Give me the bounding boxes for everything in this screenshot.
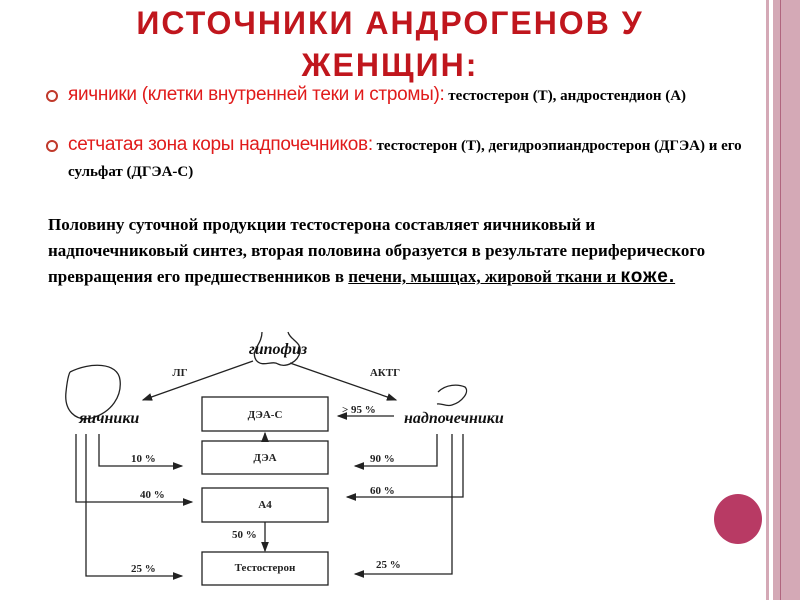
adrenal-shape: [436, 384, 468, 407]
acth-label: АКТГ: [370, 367, 400, 379]
box-dheas-label: ДЭА-С: [248, 409, 283, 421]
box-dheas: [201, 396, 329, 432]
decorative-band: [773, 0, 800, 600]
pct-label: 90 %: [370, 453, 395, 465]
pct-label: > 95 %: [342, 404, 376, 416]
pct-label: 25 %: [131, 563, 156, 575]
bullet-ovaries: яичники (клетки внутренней теки и стромы…: [46, 82, 746, 109]
slide-title: ИСТОЧНИКИ АНДРОГЕНОВ У ЖЕНЩИН:: [136, 5, 644, 83]
box-dhea-label: ДЭА: [253, 452, 276, 464]
androgen-diagram: гипофиз ЛГ АКТГ яичники надпочечники ДЭА…: [65, 331, 504, 586]
pct-label: 50 %: [232, 529, 257, 541]
adrenals-label: надпочечники: [404, 410, 504, 427]
decorative-circle: [714, 494, 762, 544]
ovary-shape: [65, 364, 121, 420]
bullet-icon: [46, 140, 58, 152]
bullet-adrenals: сетчатая зона коры надпочечников: тестос…: [46, 132, 746, 185]
pituitary-shape: [253, 331, 301, 366]
decorative-stripe: [766, 0, 769, 600]
pct-label: 40 %: [140, 489, 165, 501]
pct-label: 60 %: [370, 485, 395, 497]
box-testosterone-label: Тестостерон: [235, 562, 296, 574]
box-a4-label: А4: [258, 499, 272, 511]
body-paragraph: Половину суточной продукции тестостерона…: [48, 215, 706, 287]
bullet-icon: [46, 90, 58, 102]
ovaries-label: яичники: [78, 410, 139, 427]
decorative-line: [780, 0, 781, 600]
pct-label: 10 %: [131, 453, 156, 465]
lh-label: ЛГ: [172, 367, 187, 379]
pct-label: 25 %: [376, 559, 401, 571]
pituitary-label: гипофиз: [249, 341, 307, 358]
